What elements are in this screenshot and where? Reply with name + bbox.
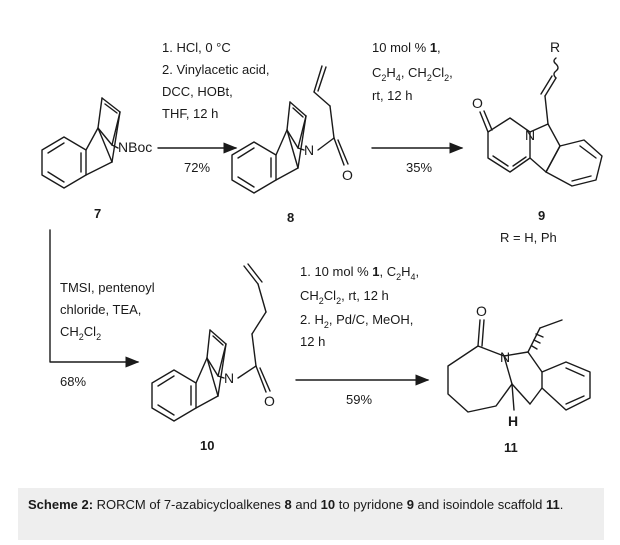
compound-11-label: 11 bbox=[504, 440, 518, 455]
compound-10-structure bbox=[151, 263, 271, 422]
step-b-line1: 10 mol % 1, bbox=[372, 40, 441, 55]
compound-9-label: 9 bbox=[538, 208, 545, 223]
o-label-11: O bbox=[476, 303, 487, 319]
n-label-10: N bbox=[224, 370, 234, 386]
step-a-line2: 2. Vinylacetic acid, bbox=[162, 62, 269, 77]
step-c-conditions: TMSI, pentenoyl chloride, TEA, CH2Cl2 68… bbox=[60, 280, 155, 389]
compound-11-structure bbox=[447, 319, 591, 413]
step-a-conditions: 1. HCl, 0 °C 2. Vinylacetic acid, DCC, H… bbox=[162, 40, 269, 175]
step-d-line3: 2. H2, Pd/C, MeOH, bbox=[300, 312, 413, 330]
step-b-line3: rt, 12 h bbox=[372, 88, 412, 103]
o-label-8: O bbox=[342, 167, 353, 183]
step-d-yield: 59% bbox=[346, 392, 372, 407]
step-c-yield: 68% bbox=[60, 374, 86, 389]
compound-8-label: 8 bbox=[287, 210, 294, 225]
step-d-line4: 12 h bbox=[300, 334, 325, 349]
r-group-note: R = H, Ph bbox=[500, 230, 557, 245]
h-label-11: H bbox=[508, 413, 518, 429]
n-label-11: N bbox=[500, 349, 510, 365]
step-d-line1: 1. 10 mol % 1, C2H4, bbox=[300, 264, 419, 282]
step-c-line3: CH2Cl2 bbox=[60, 324, 101, 342]
arrow-7-to-10 bbox=[49, 229, 140, 368]
step-d-conditions: 1. 10 mol % 1, C2H4, CH2Cl2, rt, 12 h 2.… bbox=[300, 264, 419, 407]
step-b-conditions: 10 mol % 1, C2H4, CH2Cl2, rt, 12 h 35% bbox=[372, 40, 453, 175]
r-label-9: R bbox=[550, 39, 560, 55]
caption-label: Scheme 2: bbox=[28, 497, 94, 512]
step-a-line4: THF, 12 h bbox=[162, 106, 218, 121]
o-label-10: O bbox=[264, 393, 275, 409]
nboc-label: NBoc bbox=[118, 139, 152, 155]
step-a-line3: DCC, HOBt, bbox=[162, 84, 233, 99]
compound-8-structure bbox=[231, 65, 349, 194]
step-b-line2: C2H4, CH2Cl2, bbox=[372, 65, 453, 83]
n-label-9: N bbox=[525, 127, 535, 143]
compound-9-structure bbox=[479, 57, 603, 187]
n-label-8: N bbox=[304, 142, 314, 158]
step-c-line1: TMSI, pentenoyl bbox=[60, 280, 155, 295]
scheme-caption: Scheme 2: RORCM of 7-azabicycloalkenes 8… bbox=[18, 488, 604, 540]
step-b-yield: 35% bbox=[406, 160, 432, 175]
step-a-yield: 72% bbox=[184, 160, 210, 175]
step-d-line2: CH2Cl2, rt, 12 h bbox=[300, 288, 389, 306]
compound-7-label: 7 bbox=[94, 206, 101, 221]
compound-7-structure bbox=[41, 97, 121, 189]
compound-10-label: 10 bbox=[200, 438, 214, 453]
step-a-line1: 1. HCl, 0 °C bbox=[162, 40, 231, 55]
reaction-scheme: NBoc 7 1. HCl, 0 °C 2. Vinylacetic acid,… bbox=[41, 39, 603, 455]
step-c-line2: chloride, TEA, bbox=[60, 302, 141, 317]
o-label-9: O bbox=[472, 95, 483, 111]
